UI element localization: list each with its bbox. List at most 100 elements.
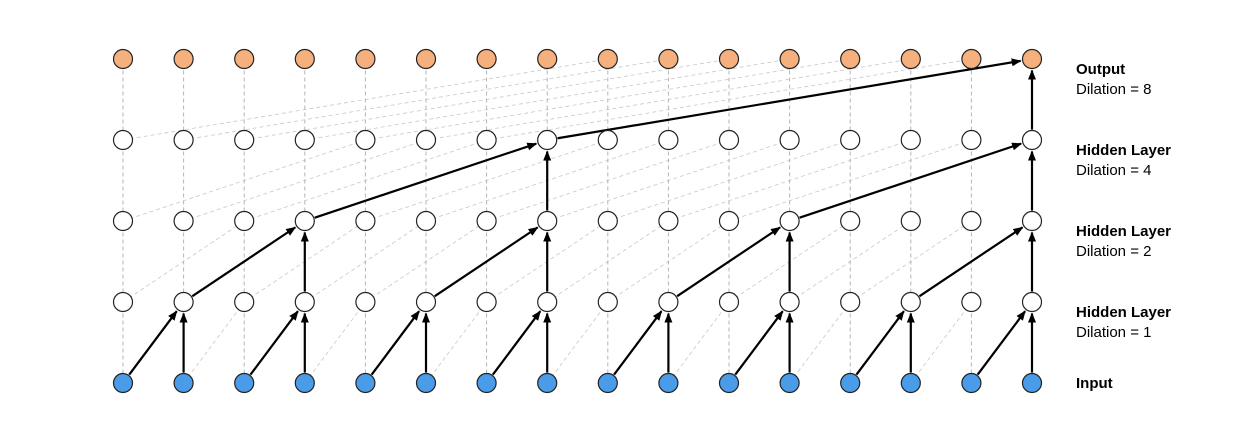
connection-arrow [249,310,299,376]
guide-diagonal [607,139,851,222]
hidden-layer-2-label: Hidden Layer Dilation = 2 [1076,222,1171,262]
guide-diagonal [122,58,608,141]
output-node [900,48,921,70]
hidden4-node [234,129,255,151]
hidden2-node [294,210,315,232]
connection-arrow [918,226,1024,298]
connection-arrow [434,226,539,298]
output-label-dilation: Dilation = 8 [1076,81,1152,98]
hidden4-node [537,129,558,151]
output-node [173,48,194,70]
input-node [900,372,921,394]
connection-arrow [314,142,538,219]
hidden1-node [112,291,134,313]
hidden4-node [779,129,800,151]
output-node [234,48,255,70]
input-node [779,372,800,394]
guide-diagonal [546,220,669,303]
input-node [1021,372,1043,394]
hidden1-node [779,291,800,313]
input-node [840,372,861,394]
hidden1-node [537,291,558,313]
guide-diagonal [547,139,790,222]
hidden1-node [840,291,861,313]
guide-diagonal [668,301,730,384]
hidden4-node [597,129,618,151]
hidden2-node [355,210,376,232]
connection-arrow [191,226,297,298]
input-node [537,372,558,394]
hidden4-node [476,129,497,151]
output-node [961,48,982,70]
input-node [234,372,255,394]
input-node [173,372,194,394]
guide-diagonal [425,301,487,384]
input-node [476,372,497,394]
hidden1-node [718,291,740,313]
hidden2-node [658,210,679,232]
hidden-layer-1-dilation: Dilation = 1 [1076,324,1152,341]
guide-diagonal [849,220,972,303]
input-node [658,372,679,394]
hidden1-node [355,291,376,313]
hidden-layer-1-title: Hidden Layer [1076,304,1172,321]
hidden4-node [1021,129,1043,151]
connection-arrow [734,310,784,376]
guide-diagonal [728,139,972,222]
output-node [718,48,740,70]
output-node [537,48,558,70]
hidden-layer-4-title: Hidden Layer [1076,142,1172,159]
output-label-title: Output [1076,61,1126,78]
guide-lines [122,58,1033,384]
guide-diagonal [365,58,851,141]
guide-diagonal [183,301,245,384]
hidden2-node [234,210,255,232]
guide-diagonal [607,220,730,303]
hidden1-node [173,291,194,313]
hidden4-node [658,129,679,151]
hidden2-node [112,210,134,232]
input-node [597,372,618,394]
connection-arrow [613,310,663,376]
guide-diagonal [183,58,669,141]
hidden2-node [718,210,740,232]
hidden1-node [415,291,437,313]
hidden2-node [537,210,558,232]
output-node [779,48,800,70]
connection-arrow [676,226,781,298]
hidden-layer-2-title: Hidden Layer [1076,223,1172,240]
hidden4-node [173,129,194,151]
node-grid [112,48,1043,394]
guide-diagonal [789,220,912,303]
guide-diagonal [365,220,487,303]
guide-diagonal [183,139,427,222]
output-node [112,48,134,70]
guide-diagonal [365,139,608,222]
hidden1-node [1021,291,1043,313]
hidden4-node [415,129,437,151]
connection-arrow [128,310,178,376]
guide-diagonal [122,139,366,222]
guide-diagonal [304,301,366,384]
guide-diagonal [668,139,911,222]
input-node [355,372,376,394]
output-node [415,48,437,70]
guide-diagonal [546,301,609,384]
hidden2-node [415,210,437,232]
hidden4-node [840,129,861,151]
hidden4-node [718,129,740,151]
connection-arrow [799,142,1023,219]
connection-arrow [976,310,1026,376]
hidden1-node [234,291,255,313]
input-node [112,372,134,394]
guide-diagonal [304,220,427,303]
hidden2-node [597,210,618,232]
guide-diagonal [244,139,487,222]
input-node [415,372,437,394]
hidden-layer-4-dilation: Dilation = 4 [1076,162,1152,179]
input-node [294,372,315,394]
guide-diagonal [789,301,851,384]
connection-arrow [370,310,420,376]
input-node [961,372,982,394]
